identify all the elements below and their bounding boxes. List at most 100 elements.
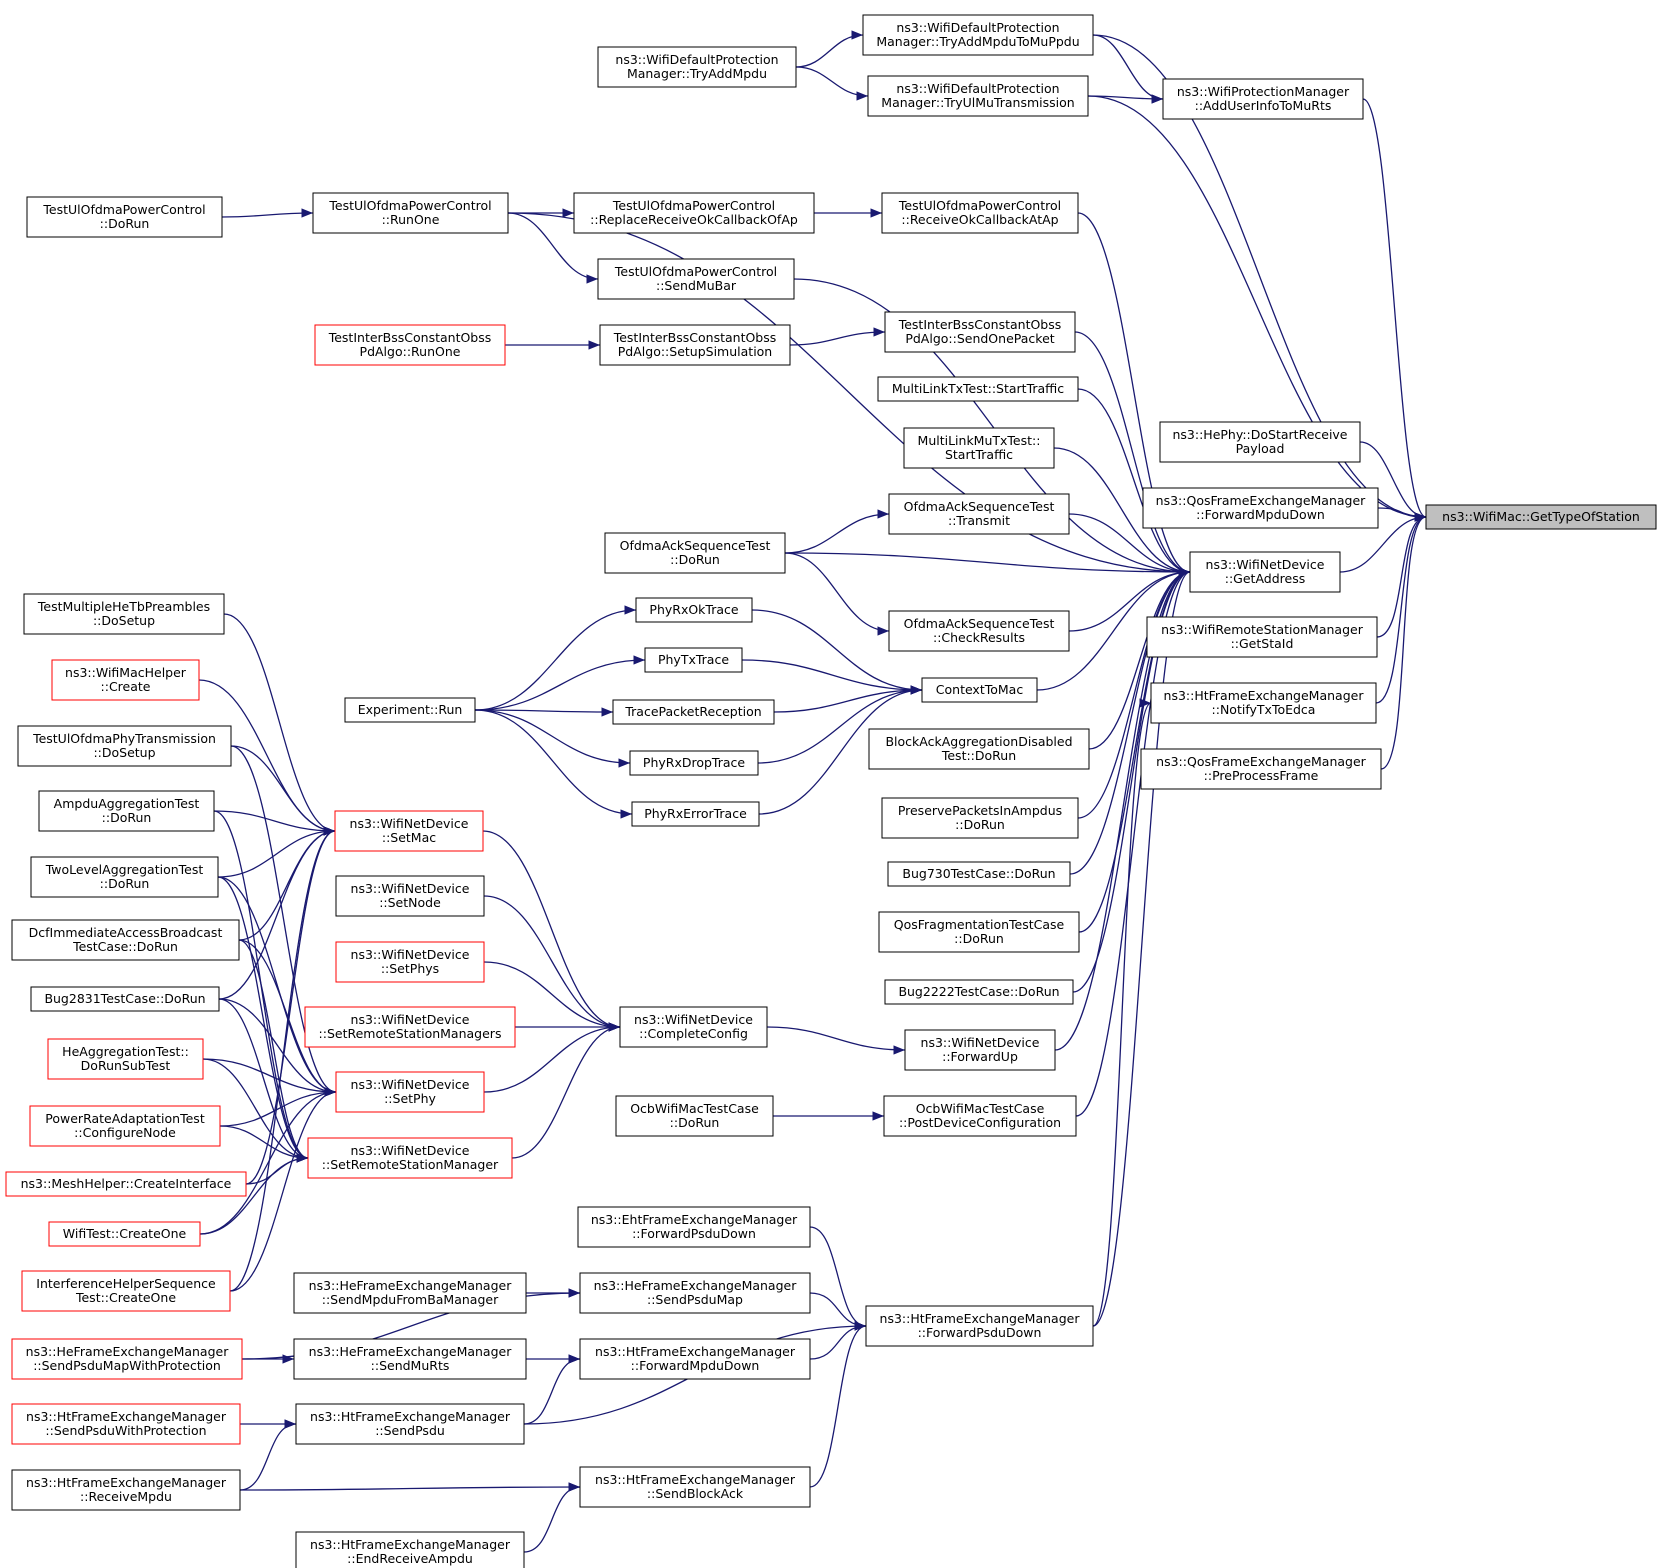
node-box[interactable] xyxy=(644,647,743,673)
node-box[interactable] xyxy=(579,1466,811,1508)
function-node[interactable]: PhyRxDropTrace xyxy=(629,750,759,776)
function-node[interactable]: ns3::WifiNetDevice::SetMac xyxy=(334,810,484,852)
function-node[interactable]: Experiment::Run xyxy=(344,697,476,723)
function-node[interactable]: ns3::HtFrameExchangeManager::EndReceiveA… xyxy=(295,1531,525,1568)
function-node[interactable]: ns3::WifiDefaultProtectionManager::TryUl… xyxy=(867,75,1089,117)
node-box[interactable] xyxy=(878,911,1080,953)
function-node[interactable]: OfdmaAckSequenceTest::CheckResults xyxy=(888,610,1070,652)
node-box[interactable] xyxy=(573,192,815,234)
node-box[interactable] xyxy=(304,1006,516,1048)
node-box[interactable] xyxy=(868,728,1090,770)
node-box[interactable] xyxy=(579,1338,811,1380)
node-box[interactable] xyxy=(629,750,759,776)
function-node[interactable]: ns3::HtFrameExchangeManager::SendBlockAc… xyxy=(579,1466,811,1508)
function-node[interactable]: ns3::WifiRemoteStationManager::GetStaId xyxy=(1146,616,1378,658)
function-node[interactable]: ns3::WifiNetDevice::GetAddress xyxy=(1189,551,1341,593)
node-box[interactable] xyxy=(1425,504,1657,530)
function-node[interactable]: ns3::MeshHelper::CreateInterface xyxy=(5,1171,247,1197)
node-box[interactable] xyxy=(5,1171,247,1197)
function-node[interactable]: ns3::HtFrameExchangeManager::SendPsdu xyxy=(295,1403,525,1445)
function-node[interactable]: ns3::HtFrameExchangeManager::SendPsduWit… xyxy=(11,1403,241,1445)
node-box[interactable] xyxy=(335,875,485,917)
function-node[interactable]: Bug2222TestCase::DoRun xyxy=(884,979,1074,1005)
function-node[interactable]: ns3::WifiNetDevice::SetRemoteStationMana… xyxy=(304,1006,516,1048)
node-box[interactable] xyxy=(888,493,1070,535)
node-box[interactable] xyxy=(48,1221,201,1247)
function-node[interactable]: MultiLinkMuTxTest::StartTraffic xyxy=(903,427,1055,469)
function-node[interactable]: InterferenceHelperSequenceTest::CreateOn… xyxy=(21,1270,231,1312)
node-box[interactable] xyxy=(11,1469,241,1511)
function-node[interactable]: Bug2831TestCase::DoRun xyxy=(30,986,220,1012)
node-box[interactable] xyxy=(862,14,1094,56)
function-node[interactable]: PowerRateAdaptationTest::ConfigureNode xyxy=(29,1105,221,1147)
function-node[interactable]: MultiLinkTxTest::StartTraffic xyxy=(877,376,1079,402)
node-box[interactable] xyxy=(307,1137,513,1179)
function-node[interactable]: PhyTxTrace xyxy=(644,647,743,673)
node-box[interactable] xyxy=(579,1272,811,1314)
function-node[interactable]: Bug730TestCase::DoRun xyxy=(887,861,1071,887)
function-node[interactable]: TestUlOfdmaPowerControl::DoRun xyxy=(26,196,223,238)
node-box[interactable] xyxy=(1159,421,1361,463)
node-box[interactable] xyxy=(921,677,1038,703)
function-node[interactable]: ns3::HeFrameExchangeManager::SendPsduMap xyxy=(579,1272,811,1314)
node-box[interactable] xyxy=(335,1071,485,1113)
node-box[interactable] xyxy=(293,1272,527,1314)
node-box[interactable] xyxy=(312,192,509,234)
function-node[interactable]: OfdmaAckSequenceTest::Transmit xyxy=(888,493,1070,535)
node-box[interactable] xyxy=(884,979,1074,1005)
node-box[interactable] xyxy=(1140,748,1382,790)
node-box[interactable] xyxy=(884,311,1076,353)
function-node[interactable]: TestUlOfdmaPowerControl::ReceiveOkCallba… xyxy=(881,192,1079,234)
node-box[interactable] xyxy=(29,1105,221,1147)
function-node[interactable]: ns3::WifiMacHelper::Create xyxy=(51,659,200,701)
function-node[interactable]: OcbWifiMacTestCase::DoRun xyxy=(615,1095,774,1137)
node-box[interactable] xyxy=(619,1006,768,1048)
function-node[interactable]: PhyRxOkTrace xyxy=(635,597,753,623)
function-node[interactable]: TestInterBssConstantObssPdAlgo::SetupSim… xyxy=(599,324,791,366)
function-node[interactable]: PhyRxErrorTrace xyxy=(631,801,760,827)
node-box[interactable] xyxy=(635,597,753,623)
function-node[interactable]: ns3::WifiProtectionManager::AddUserInfoT… xyxy=(1162,78,1364,120)
function-node[interactable]: ns3::EhtFrameExchangeManager::ForwardPsd… xyxy=(577,1206,811,1248)
node-box[interactable] xyxy=(30,986,220,1012)
node-box[interactable] xyxy=(21,1270,231,1312)
node-box[interactable] xyxy=(335,941,485,983)
node-box[interactable] xyxy=(1162,78,1364,120)
node-box[interactable] xyxy=(881,797,1079,839)
function-node[interactable]: TestInterBssConstantObssPdAlgo::SendOneP… xyxy=(884,311,1076,353)
node-box[interactable] xyxy=(599,324,791,366)
node-box[interactable] xyxy=(1142,487,1379,529)
function-node[interactable]: DcfImmediateAccessBroadcastTestCase::DoR… xyxy=(11,919,240,961)
function-node[interactable]: TestUlOfdmaPowerControl::RunOne xyxy=(312,192,509,234)
node-box[interactable] xyxy=(865,1305,1094,1347)
node-box[interactable] xyxy=(1150,682,1377,724)
function-node[interactable]: ns3::WifiDefaultProtectionManager::TryAd… xyxy=(597,46,797,88)
function-node[interactable]: ns3::WifiNetDevice::SetPhy xyxy=(335,1071,485,1113)
node-box[interactable] xyxy=(903,427,1055,469)
node-box[interactable] xyxy=(887,861,1071,887)
node-box[interactable] xyxy=(47,1038,204,1080)
function-node[interactable]: OcbWifiMacTestCase::PostDeviceConfigurat… xyxy=(883,1095,1077,1137)
function-node[interactable]: ns3::WifiNetDevice::SetPhys xyxy=(335,941,485,983)
node-box[interactable] xyxy=(30,856,219,898)
node-box[interactable] xyxy=(883,1095,1077,1137)
function-node[interactable]: ns3::WifiDefaultProtectionManager::TryAd… xyxy=(862,14,1094,56)
node-box[interactable] xyxy=(51,659,200,701)
function-node[interactable]: ns3::HtFrameExchangeManager::ForwardPsdu… xyxy=(865,1305,1094,1347)
node-box[interactable] xyxy=(604,532,786,574)
function-node[interactable]: ns3::QosFrameExchangeManager::ForwardMpd… xyxy=(1142,487,1379,529)
node-box[interactable] xyxy=(888,610,1070,652)
function-node[interactable]: ns3::HeFrameExchangeManager::SendMpduFro… xyxy=(293,1272,527,1314)
function-node[interactable]: TestUlOfdmaPhyTransmission::DoSetup xyxy=(17,725,232,767)
function-node[interactable]: QosFragmentationTestCase::DoRun xyxy=(878,911,1080,953)
node-box[interactable] xyxy=(11,919,240,961)
node-box[interactable] xyxy=(344,697,476,723)
function-node[interactable]: ContextToMac xyxy=(921,677,1038,703)
node-box[interactable] xyxy=(577,1206,811,1248)
node-box[interactable] xyxy=(11,1338,243,1380)
root-function-node[interactable]: ns3::WifiMac::GetTypeOfStation xyxy=(1425,504,1657,530)
node-box[interactable] xyxy=(314,324,506,366)
